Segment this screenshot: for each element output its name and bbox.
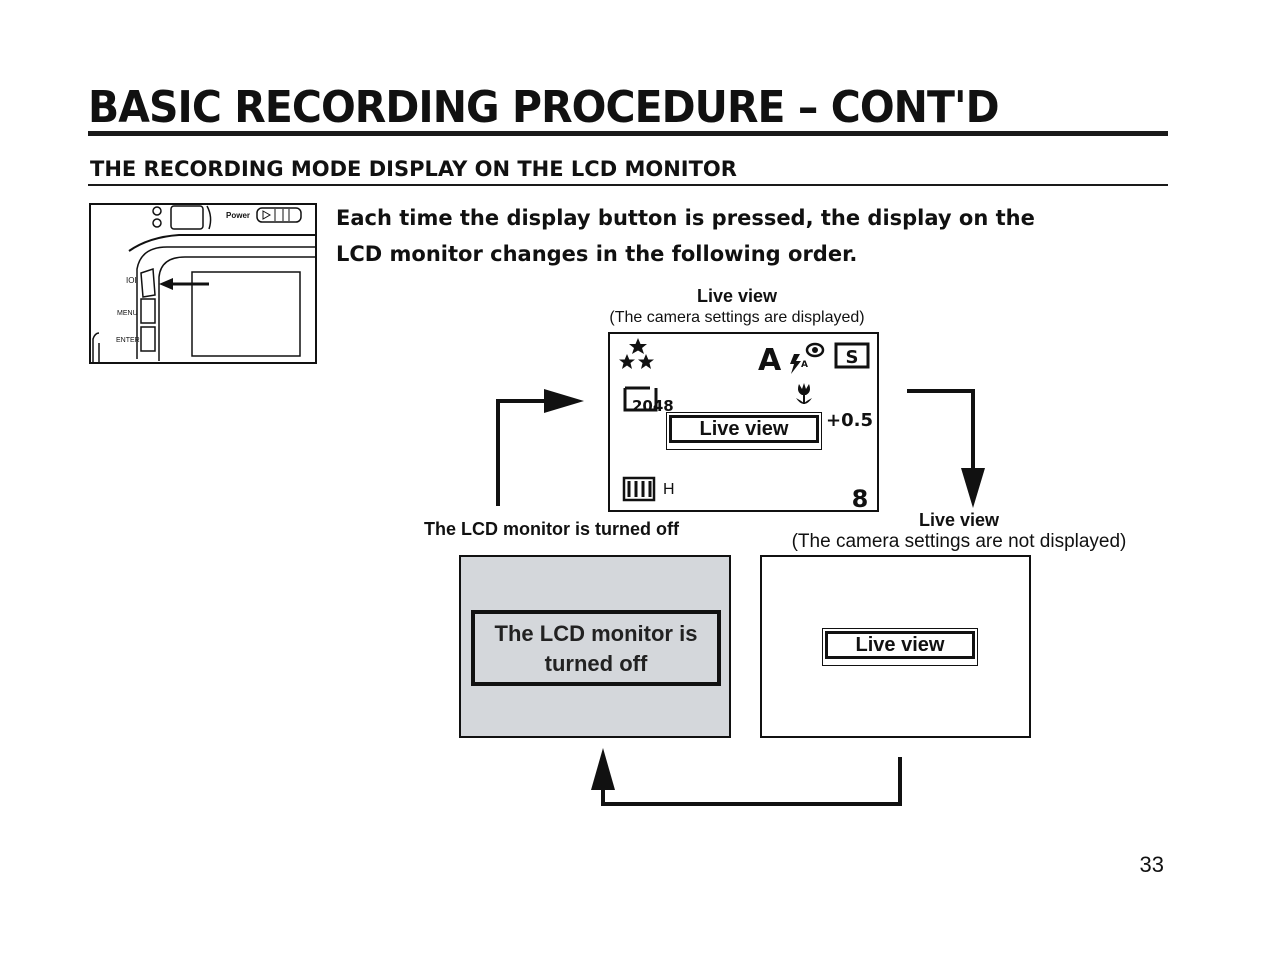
svg-text:A: A (801, 360, 808, 370)
exposure-compensation-value: +0.5 (826, 410, 873, 431)
lcd-off-text-line2: turned off (544, 651, 648, 676)
lcd-screen-settings-displayed: 2048 A A S +0.5 H (608, 332, 879, 512)
shots-remaining: 8 (852, 485, 869, 510)
sharpness-mode-icon: S (834, 342, 870, 369)
memory-card-icon (622, 476, 656, 502)
auto-mode-icon: A (758, 343, 782, 378)
intro-line-2: LCD monitor changes in the following ord… (336, 242, 858, 266)
state2-label: Live view (918, 510, 1000, 530)
display-button-label: IOI (126, 276, 137, 285)
image-quality-stars-icon (619, 338, 654, 369)
menu-button-icon (140, 298, 156, 324)
lcd-screen-off: The LCD monitor is turned off (459, 555, 731, 738)
intro-line-1: Each time the display button is pressed,… (336, 206, 1035, 230)
power-label: Power (226, 211, 250, 220)
enter-button-icon (140, 326, 156, 352)
menu-label: MENU (117, 310, 138, 317)
camera-back-illustration: Power IOI MENU ENTER (89, 203, 317, 364)
macro-icon (796, 383, 812, 404)
quality-letter: H (663, 481, 675, 498)
live-view-box-text: Live view (669, 415, 819, 443)
state1-caption: (The camera settings are displayed) (609, 309, 865, 326)
svg-text:S: S (846, 347, 859, 368)
arrow-settings-to-nosettings-icon (907, 389, 975, 475)
state2-caption: (The camera settings are not displayed) (791, 531, 1127, 552)
title-divider (88, 131, 1168, 136)
live-view-box: Live view (666, 412, 822, 450)
intro-paragraph: Each time the display button is pressed,… (336, 200, 1136, 272)
page-title: BASIC RECORDING PROCEDURE – CONT'D (88, 82, 1000, 133)
lcd-monitor-outline (191, 271, 301, 357)
state3-label: The LCD monitor is turned off (424, 519, 679, 539)
resolution-icon (623, 386, 658, 412)
lcd-off-text-line1: The LCD monitor is (494, 621, 698, 646)
enter-label: ENTER (116, 337, 140, 344)
live-view-box-text: Live view (825, 631, 975, 659)
live-view-box: Live view (822, 628, 978, 666)
section-heading: THE RECORDING MODE DISPLAY ON THE LCD MO… (90, 157, 737, 181)
lcd-screen-settings-hidden: Live view (760, 555, 1031, 738)
page-number: 33 (1139, 852, 1164, 877)
state1-label: Live view (696, 286, 778, 306)
flash-auto-redeye-icon: A (790, 342, 825, 374)
arrow-nosettings-to-off-icon (601, 757, 902, 806)
lcd-off-box: The LCD monitor is turned off (471, 610, 721, 686)
viewfinder-icon (170, 205, 204, 230)
arrow-off-to-settings-icon (496, 399, 548, 506)
section-divider (88, 184, 1168, 186)
display-button-icon (140, 267, 156, 298)
resolution-value: 2048 (632, 397, 674, 415)
power-switch-icon (256, 207, 302, 223)
